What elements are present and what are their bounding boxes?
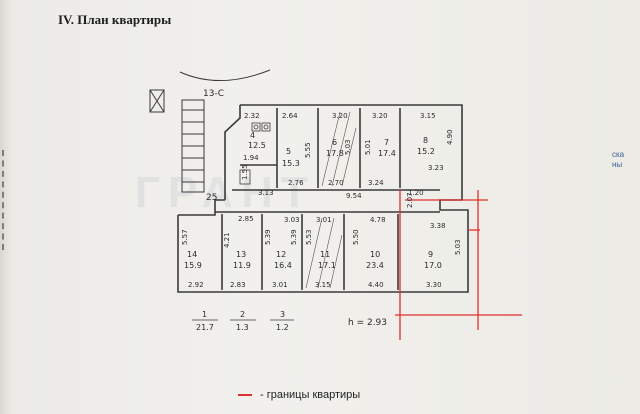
legend: - границы квартиры xyxy=(238,389,360,401)
corridor-label: 25 xyxy=(206,193,217,203)
room-5-area: 15.3 xyxy=(282,159,300,168)
dim-top-1: 2.64 xyxy=(282,112,298,120)
dim-top-3: 3.20 xyxy=(372,112,388,120)
dim-corridor: 9.54 xyxy=(346,192,362,200)
dim-vertical-11: 1.55 xyxy=(241,164,249,180)
room-6-num: 6 xyxy=(332,138,337,147)
room-11-num: 11 xyxy=(320,250,330,259)
dim-bottom-0: 2.92 xyxy=(188,281,204,289)
dim-mid-bottom-1: 3.03 xyxy=(284,216,300,224)
dim-bottom-4: 4.40 xyxy=(368,281,384,289)
dim-mid-top-4: 3.24 xyxy=(368,179,384,187)
room-8-area: 15.2 xyxy=(417,147,435,156)
small-room-1-num: 1 xyxy=(202,310,207,319)
room-11-area: 17.1 xyxy=(318,261,336,270)
dim-vertical-12: 2.07 xyxy=(406,192,414,208)
dim-vertical-10: 5.55 xyxy=(304,142,312,158)
dim-mid-top-5: 1.20 xyxy=(408,189,424,197)
room-6-area: 17.8 xyxy=(326,149,344,158)
room-13-num: 13 xyxy=(236,250,246,259)
dim-bottom-5: 3.30 xyxy=(426,281,442,289)
dim-vertical-2: 5.39 xyxy=(264,229,272,245)
dim-bottom-2: 3.01 xyxy=(272,281,288,289)
dim-mid-top-2: 2.76 xyxy=(288,179,304,187)
room-8-num: 8 xyxy=(423,136,428,145)
dim-mid-top-1: 3.13 xyxy=(258,189,274,197)
hatch-room-11 xyxy=(305,217,343,289)
small-room-3-num: 3 xyxy=(280,310,285,319)
small-room-1-area: 21.7 xyxy=(196,323,214,332)
side-note-0: ска xyxy=(612,150,625,159)
small-room-2-num: 2 xyxy=(240,310,245,319)
dim-vertical-0: 5.57 xyxy=(181,229,189,245)
hatch-room-6 xyxy=(321,111,357,187)
small-room-2-area: 1.3 xyxy=(236,323,249,332)
room-7-area: 17.4 xyxy=(378,149,396,158)
page-edge-mark xyxy=(2,150,10,250)
legend-text: - границы квартиры xyxy=(260,389,361,401)
small-room-3-area: 1.2 xyxy=(276,323,289,332)
dim-bottom-3: 3.15 xyxy=(315,281,331,289)
stair-label: 13-С xyxy=(203,89,224,99)
dim-vertical-4: 5.53 xyxy=(305,229,313,245)
room-12-area: 16.4 xyxy=(274,261,292,270)
dim-mid-bottom-0: 2.85 xyxy=(238,215,254,223)
dim-mid-bottom-3: 4.78 xyxy=(370,216,386,224)
room-5-num: 5 xyxy=(286,147,291,156)
dim-bottom-1: 2.83 xyxy=(230,281,246,289)
dim-vertical-3: 5.39 xyxy=(290,229,298,245)
dim-vertical-6: 5.03 xyxy=(454,239,462,255)
dim-vertical-1: 4.21 xyxy=(223,232,231,248)
dim-mid-top-0: 1.94 xyxy=(243,154,259,162)
dim-mid-top-6: 3.23 xyxy=(428,164,444,172)
dim-vertical-9: 4.90 xyxy=(446,129,454,145)
room-10-area: 23.4 xyxy=(366,261,384,270)
room-10-num: 10 xyxy=(370,250,380,259)
room-4-num: 4 xyxy=(250,131,255,140)
dim-top-2: 3.20 xyxy=(332,112,348,120)
apartment-boundary xyxy=(395,190,522,340)
room-12-num: 12 xyxy=(276,250,286,259)
ceiling-height: h = 2.93 xyxy=(348,318,387,328)
dim-mid-bottom-2: 3.01 xyxy=(316,216,332,224)
dim-top-0: 2.32 xyxy=(244,112,260,120)
dim-vertical-8: 5.01 xyxy=(364,139,372,155)
room-9-num: 9 xyxy=(428,250,433,259)
dim-top-4: 3.15 xyxy=(420,112,436,120)
dim-vertical-5: 5.50 xyxy=(352,229,360,245)
dim-mid-bottom-4: 3.38 xyxy=(430,222,446,230)
room-4-area: 12.5 xyxy=(248,141,266,150)
room-7-num: 7 xyxy=(384,138,389,147)
kitchen-fixtures xyxy=(239,122,271,185)
legend-swatch xyxy=(238,394,252,396)
staircase xyxy=(149,69,271,193)
plan-walls xyxy=(177,104,469,293)
room-9-area: 17.0 xyxy=(424,261,442,270)
dim-vertical-7: 5.03 xyxy=(344,139,352,155)
room-13-area: 11.9 xyxy=(233,261,251,270)
room-14-area: 15.9 xyxy=(184,261,202,270)
dim-mid-top-3: 2.70 xyxy=(328,179,344,187)
page-heading: IV. План квартиры xyxy=(58,12,172,27)
room-14-num: 14 xyxy=(187,250,197,259)
side-note-1: ны xyxy=(612,160,623,169)
